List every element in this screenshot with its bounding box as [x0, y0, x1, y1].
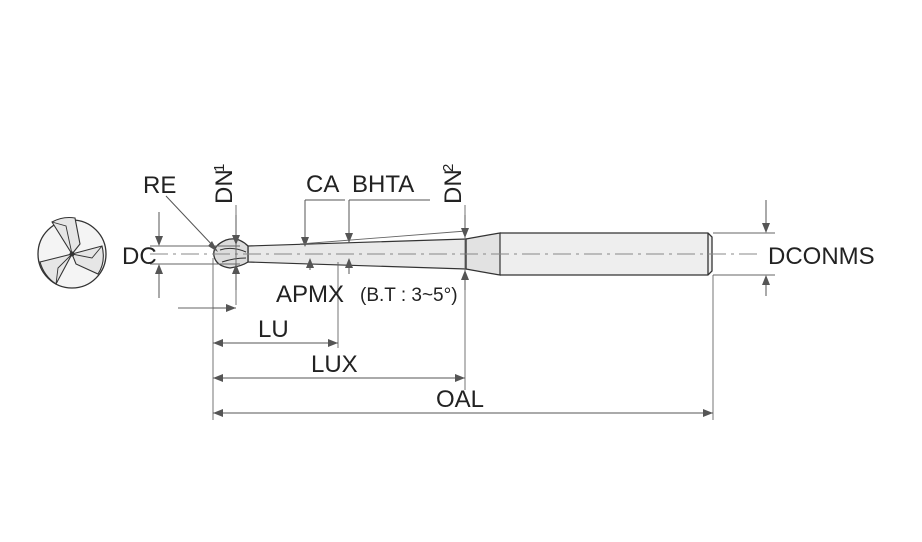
dn1-label: DN [211, 169, 238, 204]
oal-label: OAL [436, 386, 484, 413]
lux-label: LUX [311, 351, 358, 378]
dn1-subscript: 1 [211, 164, 228, 172]
dconms-dimension: DCONMS [762, 200, 875, 296]
bhta-label: BHTA [352, 171, 414, 198]
re-dimension: RE [143, 172, 218, 252]
ca-dimension: CA [301, 171, 345, 270]
dc-label: DC [122, 243, 157, 270]
lu-label: LU [258, 316, 289, 343]
dn1-dimension: DN 1 [211, 164, 240, 290]
oal-dimension: OAL [213, 386, 713, 417]
lux-dimension: LUX [213, 351, 465, 382]
end-view-icon [37, 216, 107, 289]
apmx-label: APMX [276, 281, 344, 308]
bt-note: (B.T : 3~5°) [360, 285, 458, 306]
dn2-subscript: 2 [440, 164, 457, 172]
dn2-dimension: DN 2 [440, 164, 469, 290]
ca-label: CA [306, 171, 339, 198]
bhta-dimension: BHTA [299, 171, 467, 274]
lu-dimension: LU [213, 316, 338, 347]
tool-side-view [150, 232, 760, 276]
dconms-label: DCONMS [768, 243, 875, 270]
apmx-dimension: APMX (B.T : 3~5°) [213, 281, 458, 312]
dc-dimension: DC [122, 212, 163, 298]
re-label: RE [143, 172, 176, 199]
dn2-label: DN [440, 169, 467, 204]
